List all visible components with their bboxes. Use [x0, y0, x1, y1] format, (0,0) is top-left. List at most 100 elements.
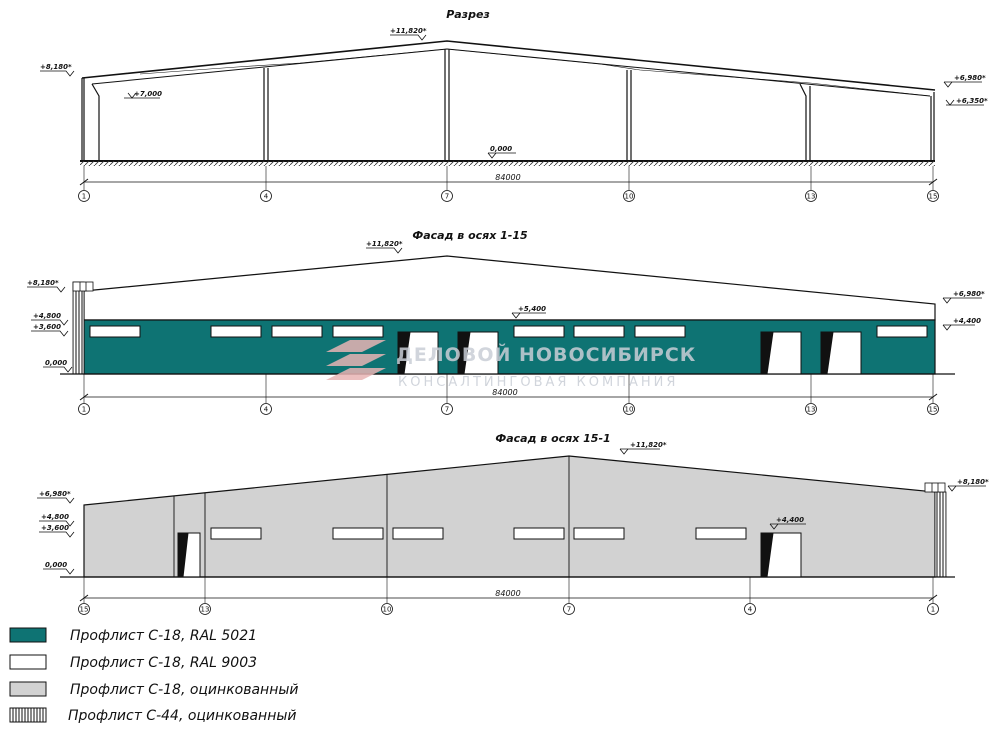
section-roof — [81, 40, 936, 97]
axis-label: 15 — [80, 606, 89, 614]
gate — [760, 331, 802, 375]
axis-marker: 1 — [927, 577, 939, 615]
watermark-logo — [326, 340, 386, 380]
axis-label: 1 — [82, 193, 86, 201]
section-right-column-mark: +6,350* — [956, 97, 988, 105]
section-right-eave-mark: +6,980* — [954, 74, 986, 82]
axis-marker: 1 — [78, 166, 90, 202]
window — [695, 527, 747, 540]
facade1-axes: 1 4 7 10 13 15 — [78, 374, 939, 415]
facade2-dimension: 84000 — [79, 589, 938, 602]
axis-label: 4 — [264, 406, 269, 414]
facade1-dimension-label: 84000 — [492, 388, 517, 397]
facade2-ridge-mark: +11,820* — [630, 441, 667, 449]
facade1-4800-mark: +4,800 — [33, 312, 61, 320]
axis-marker: 13 — [199, 577, 211, 615]
watermark-line1: ДЕЛОВОЙ НОВОСИБИРСК — [396, 343, 696, 366]
window — [332, 527, 384, 540]
axis-label: 1 — [931, 606, 935, 614]
facade2-ground-mark: 0,000 — [45, 561, 67, 569]
axis-label: 15 — [929, 406, 938, 414]
axis-marker: 7 — [441, 374, 453, 415]
facade-15-1: Фасад в осях 15-1 — [37, 432, 989, 615]
facade2-windows — [210, 527, 747, 540]
section-columns — [81, 49, 935, 161]
window — [332, 325, 384, 338]
facade2-seams — [173, 456, 570, 577]
facade2-doors — [177, 532, 802, 578]
window — [634, 325, 686, 338]
facade-1-15: Фасад в осях 1-15 — [27, 229, 985, 415]
facade1-band-top-mark: +5,400 — [518, 305, 546, 313]
gate — [760, 532, 802, 578]
facade2-hatched-strip — [934, 491, 947, 578]
axis-label: 13 — [201, 606, 210, 614]
facade1-ridge-mark: +11,820* — [366, 240, 403, 248]
facade1-level-marks: +11,820* +8,180* +4,800 +3,600 0,000 +5,… — [27, 240, 985, 373]
legend-label: Профлист С-18, оцинкованный — [70, 682, 299, 698]
facade1-ground-mark: 0,000 — [45, 359, 67, 367]
axis-marker: 13 — [805, 374, 817, 415]
axis-marker: 4 — [260, 166, 272, 202]
axis-marker: 15 — [927, 374, 939, 415]
window — [210, 527, 262, 540]
axis-label: 15 — [929, 193, 938, 201]
watermark-line2: КОНСАЛТИНГОВАЯ КОМПАНИЯ — [398, 375, 678, 390]
facade2-4800-mark: +4,800 — [41, 513, 69, 521]
facade1-gates — [397, 331, 862, 375]
axis-label: 1 — [82, 406, 86, 414]
axis-marker: 15 — [927, 166, 939, 202]
legend-swatch — [9, 654, 47, 670]
facade1-upper-cladding — [83, 255, 936, 321]
window — [392, 527, 444, 540]
axis-label: 7 — [567, 606, 571, 614]
window — [271, 325, 323, 338]
window — [876, 325, 928, 338]
facade1-3600-mark: +3,600 — [33, 323, 61, 331]
facade1-hatched-strip — [72, 281, 85, 375]
facade2-wall — [83, 455, 936, 578]
axis-marker: 10 — [623, 166, 635, 202]
axis-label: 13 — [807, 193, 816, 201]
section-title: Разрез — [446, 8, 490, 21]
axis-label: 10 — [625, 193, 634, 201]
section-left-column-mark: +7,000 — [134, 90, 162, 98]
axis-label: 7 — [445, 193, 449, 201]
axis-label: 10 — [625, 406, 634, 414]
legend-item-teal: Профлист С-18, RAL 5021 — [9, 627, 257, 644]
section-ground-mark: 0,000 — [490, 145, 512, 153]
section-dimension: 84000 — [79, 173, 938, 186]
axis-marker: 4 — [744, 577, 756, 615]
section-dimension-label: 84000 — [495, 173, 520, 182]
window — [210, 325, 262, 338]
legend-swatch — [9, 627, 47, 643]
facade2-3600-mark: +3,600 — [41, 524, 69, 532]
legend-swatch — [9, 681, 47, 697]
window — [89, 325, 141, 338]
facade2-right-eave-mark: +8,180* — [957, 478, 989, 486]
section-ground — [80, 160, 935, 166]
section-axes: 1 4 7 10 13 15 — [78, 166, 939, 202]
axis-label: 4 — [748, 606, 753, 614]
legend-label: Профлист С-44, оцинкованный — [68, 708, 297, 724]
axis-marker: 7 — [563, 577, 575, 615]
facade2-level-marks: +11,820* +6,980* +4,800 +3,600 0,000 +8,… — [37, 441, 989, 575]
legend: Профлист С-18, RAL 5021 Профлист С-18, R… — [9, 627, 299, 724]
gate — [820, 331, 862, 375]
facade1-right-eave-mark: +6,980* — [953, 290, 985, 298]
section-view: Разрез +1 — [40, 8, 988, 202]
legend-swatch — [9, 707, 47, 723]
legend-label: Профлист С-18, RAL 9003 — [70, 655, 257, 671]
legend-item-galvanized: Профлист С-18, оцинкованный — [9, 681, 299, 698]
legend-item-hatched: Профлист С-44, оцинкованный — [9, 707, 297, 724]
facade1-windows — [89, 325, 928, 338]
section-left-eave-mark: +8,180* — [40, 63, 72, 71]
legend-item-white: Профлист С-18, RAL 9003 — [9, 654, 257, 671]
axis-marker: 13 — [805, 166, 817, 202]
gate — [457, 331, 499, 375]
facade1-title: Фасад в осях 1-15 — [412, 229, 528, 242]
facade2-axes: 15 13 10 7 4 1 — [78, 577, 939, 615]
facade1-left-eave-mark: +8,180* — [27, 279, 59, 287]
facade2-title: Фасад в осях 15-1 — [495, 432, 610, 445]
